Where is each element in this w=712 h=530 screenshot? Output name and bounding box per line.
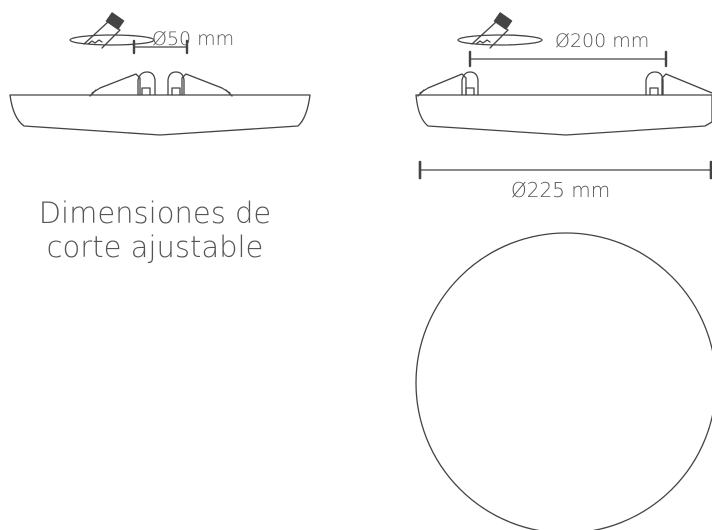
- cut-dimension-large: [468, 50, 668, 68]
- outer-diameter-label: Ø225 mm: [511, 178, 610, 202]
- fixture-housing-small: [9, 94, 311, 136]
- left-fixture-side-view: Ø50 mm: [9, 12, 311, 136]
- cut-diameter-label-small: Ø50 mm: [152, 28, 234, 50]
- outer-dimension: [418, 160, 712, 180]
- saw-icon: [69, 12, 155, 49]
- fixture-housing-large: [415, 94, 712, 136]
- cut-dimension-small: [132, 39, 189, 55]
- right-fixture-side-view: Ø200 mm: [415, 12, 712, 136]
- saw-icon: [457, 12, 543, 49]
- spring-clip-icon: [89, 71, 233, 97]
- cut-diameter-label-large: Ø200 mm: [555, 30, 649, 52]
- caption-line-1: Dimensiones de: [38, 196, 272, 230]
- fixture-top-view-circle: [415, 232, 712, 530]
- spring-clip-icon: [417, 71, 712, 97]
- caption-line-2: corte ajustable: [46, 230, 264, 264]
